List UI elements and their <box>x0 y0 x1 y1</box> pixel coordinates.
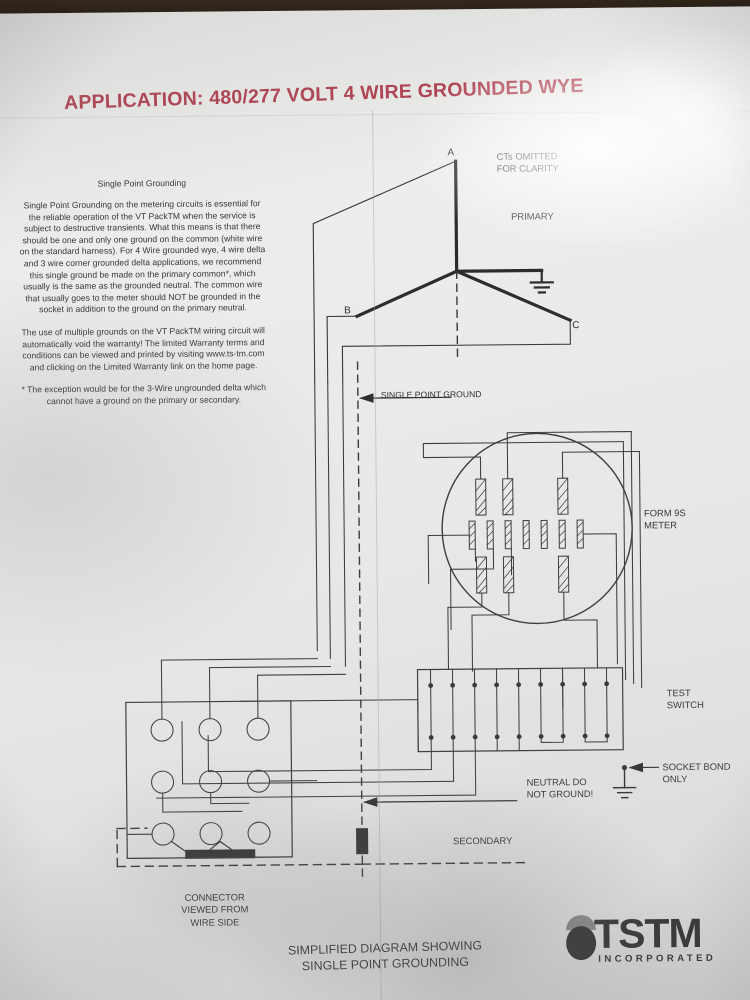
single-point-ground-label: SINGLE POINT GROUND <box>380 389 482 400</box>
phase-b-label: B <box>344 305 351 316</box>
phase-a-label: A <box>447 147 454 158</box>
wiring-schematic: A B C <box>116 147 660 883</box>
logo-wordmark: TSTM <box>593 909 702 957</box>
paper-sheet: APPLICATION: 480/277 VOLT 4 WIRE GROUNDE… <box>0 6 750 1000</box>
connector-label: CONNECTOR VIEWED FROM WIRE SIDE <box>181 891 249 928</box>
socket-bond-label: SOCKET BOND ONLY <box>662 760 731 785</box>
secondary-label: SECONDARY <box>453 834 513 847</box>
phase-c-label: C <box>572 320 579 331</box>
diagram-caption: SIMPLIFIED DIAGRAM SHOWING SINGLE POINT … <box>270 937 501 975</box>
cts-omitted-label: CTs OMITTED FOR CLARITY <box>496 150 559 175</box>
printed-artwork: APPLICATION: 480/277 VOLT 4 WIRE GROUNDE… <box>0 6 750 1000</box>
tstm-logo: TSTM INCORPORATED <box>564 909 717 971</box>
test-switch-label: TEST SWITCH <box>666 687 704 711</box>
primary-label: PRIMARY <box>511 210 554 222</box>
logo-subtext: INCORPORATED <box>598 952 717 965</box>
logo-dot-icon <box>565 925 597 961</box>
form-9s-meter-label: FORM 9S METER <box>643 507 686 531</box>
neutral-warning-label: NEUTRAL DO NOT GROUND! <box>526 776 594 801</box>
